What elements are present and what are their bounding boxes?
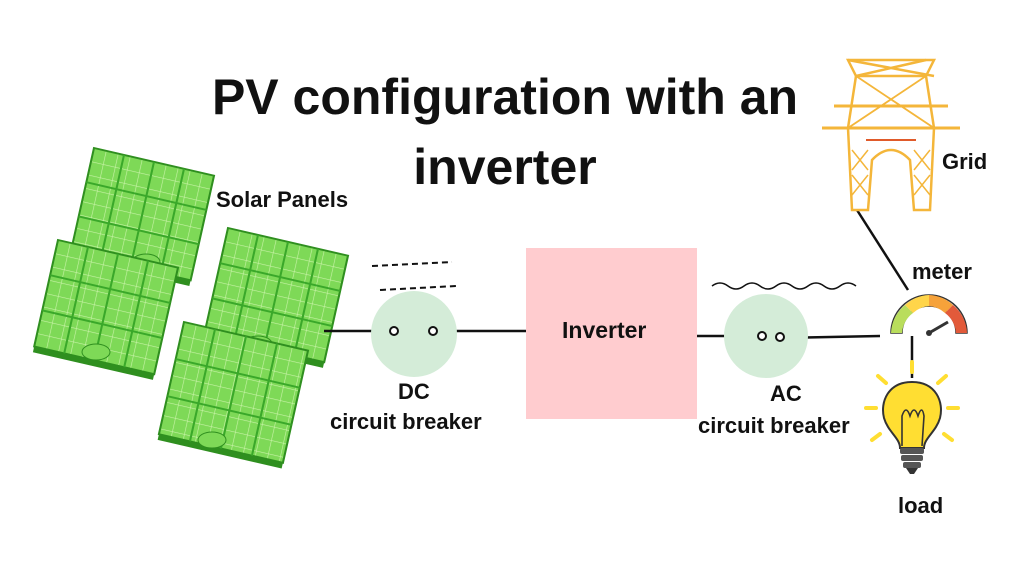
title-line-1: PV configuration with an	[211, 69, 799, 125]
label-ac-circuit-breaker: circuit breaker	[698, 413, 850, 438]
light-bulb-icon	[864, 360, 960, 474]
label-grid: Grid	[942, 149, 988, 174]
transmission-tower-icon	[822, 58, 960, 212]
label-ac: AC	[770, 381, 802, 406]
ac-breaker-icon	[711, 282, 857, 378]
inverter-box	[526, 248, 697, 419]
label-inverter: Inverter	[562, 317, 647, 343]
title-line-2: inverter	[413, 139, 597, 195]
dc-breaker-icon	[371, 261, 457, 377]
label-meter: meter	[912, 259, 972, 284]
label-load: load	[898, 493, 944, 518]
page-title: PV configuration with an inverter	[150, 62, 860, 202]
solar-panel-icon	[32, 146, 350, 469]
label-dc: DC	[398, 379, 430, 404]
label-solar-panels: Solar Panels	[216, 187, 349, 212]
label-dc-circuit-breaker: circuit breaker	[330, 409, 482, 434]
meter-gauge-icon	[890, 294, 968, 336]
